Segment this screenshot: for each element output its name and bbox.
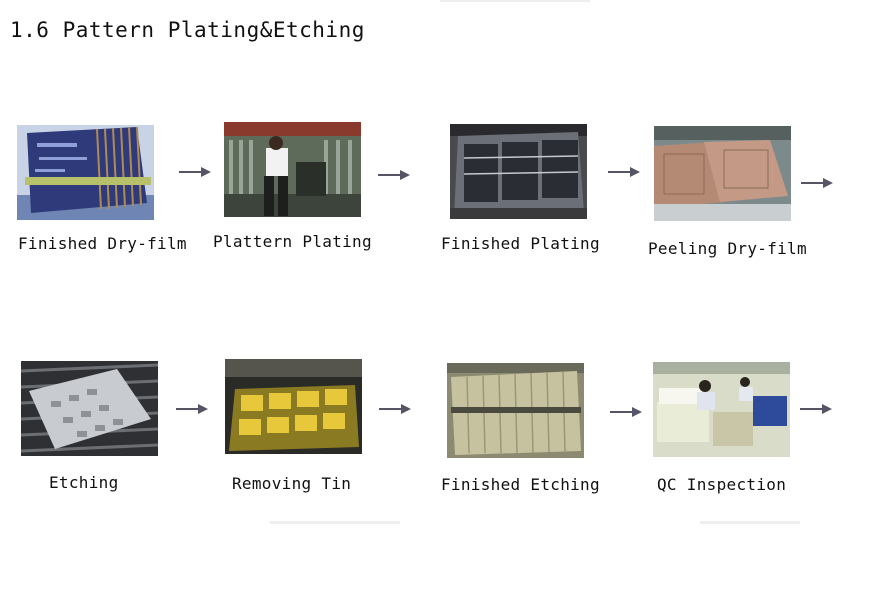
step-label: Etching	[49, 473, 119, 492]
arrow-right-icon	[610, 407, 642, 417]
step-label: Plattern Plating	[213, 232, 372, 251]
plattern-plating-photo	[224, 122, 361, 217]
finished-dry-film-photo	[17, 125, 154, 220]
scan-artifact	[700, 521, 800, 524]
step-label: Finished Plating	[441, 234, 600, 253]
removing-tin-photo	[225, 359, 362, 454]
arrow-right-icon	[179, 167, 211, 177]
step-label: Finished Etching	[441, 475, 600, 494]
arrow-right-icon	[378, 170, 410, 180]
step-label: Finished Dry-film	[18, 234, 187, 253]
peeling-dry-film-photo	[654, 126, 791, 221]
scan-artifact	[440, 0, 590, 2]
etching-photo	[21, 361, 158, 456]
arrow-right-icon	[176, 404, 208, 414]
finished-etching-photo	[447, 363, 584, 458]
step-label: QC Inspection	[657, 475, 787, 494]
arrow-right-icon	[608, 167, 640, 177]
finished-plating-photo	[450, 124, 587, 219]
page-title: 1.6 Pattern Plating&Etching	[10, 18, 365, 42]
step-label: Peeling Dry-film	[648, 239, 807, 258]
arrow-right-icon	[379, 404, 411, 414]
scan-artifact	[270, 521, 400, 524]
step-label: Removing Tin	[232, 474, 352, 493]
arrow-right-icon	[800, 404, 832, 414]
arrow-right-icon	[801, 178, 833, 188]
qc-inspection-photo	[653, 362, 790, 457]
